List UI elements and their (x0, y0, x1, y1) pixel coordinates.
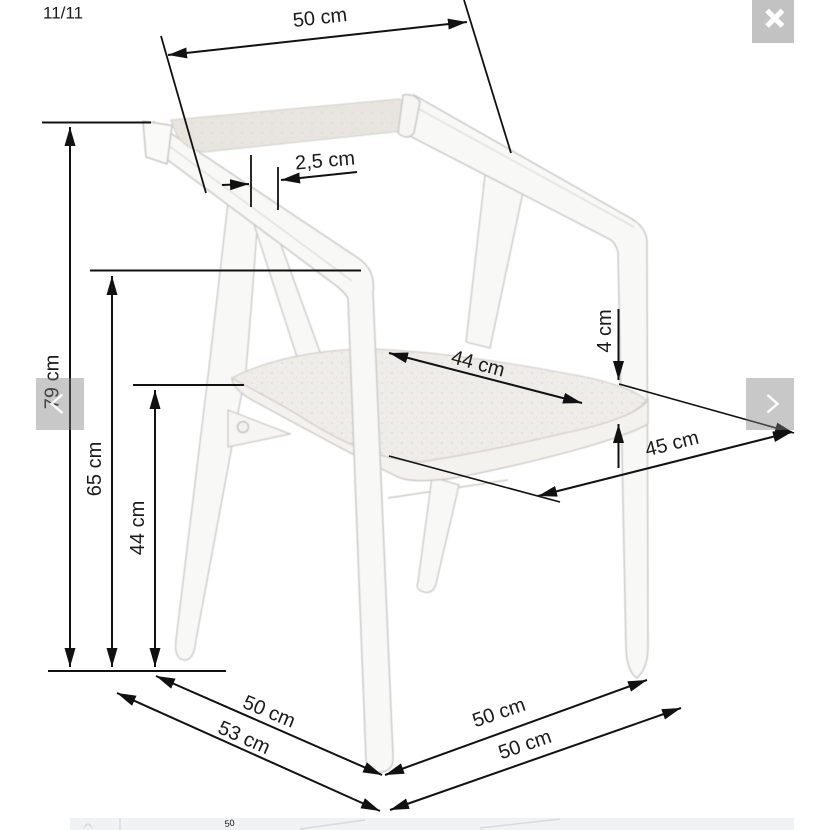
svg-text:44 cm: 44 cm (127, 501, 149, 555)
svg-text:11/11: 11/11 (43, 4, 83, 23)
svg-text:2,5 cm: 2,5 cm (294, 147, 356, 174)
svg-text:79 cm: 79 cm (42, 355, 64, 409)
svg-text:4 cm: 4 cm (594, 309, 616, 352)
svg-text:65 cm: 65 cm (84, 442, 106, 496)
svg-text:50: 50 (224, 818, 235, 829)
